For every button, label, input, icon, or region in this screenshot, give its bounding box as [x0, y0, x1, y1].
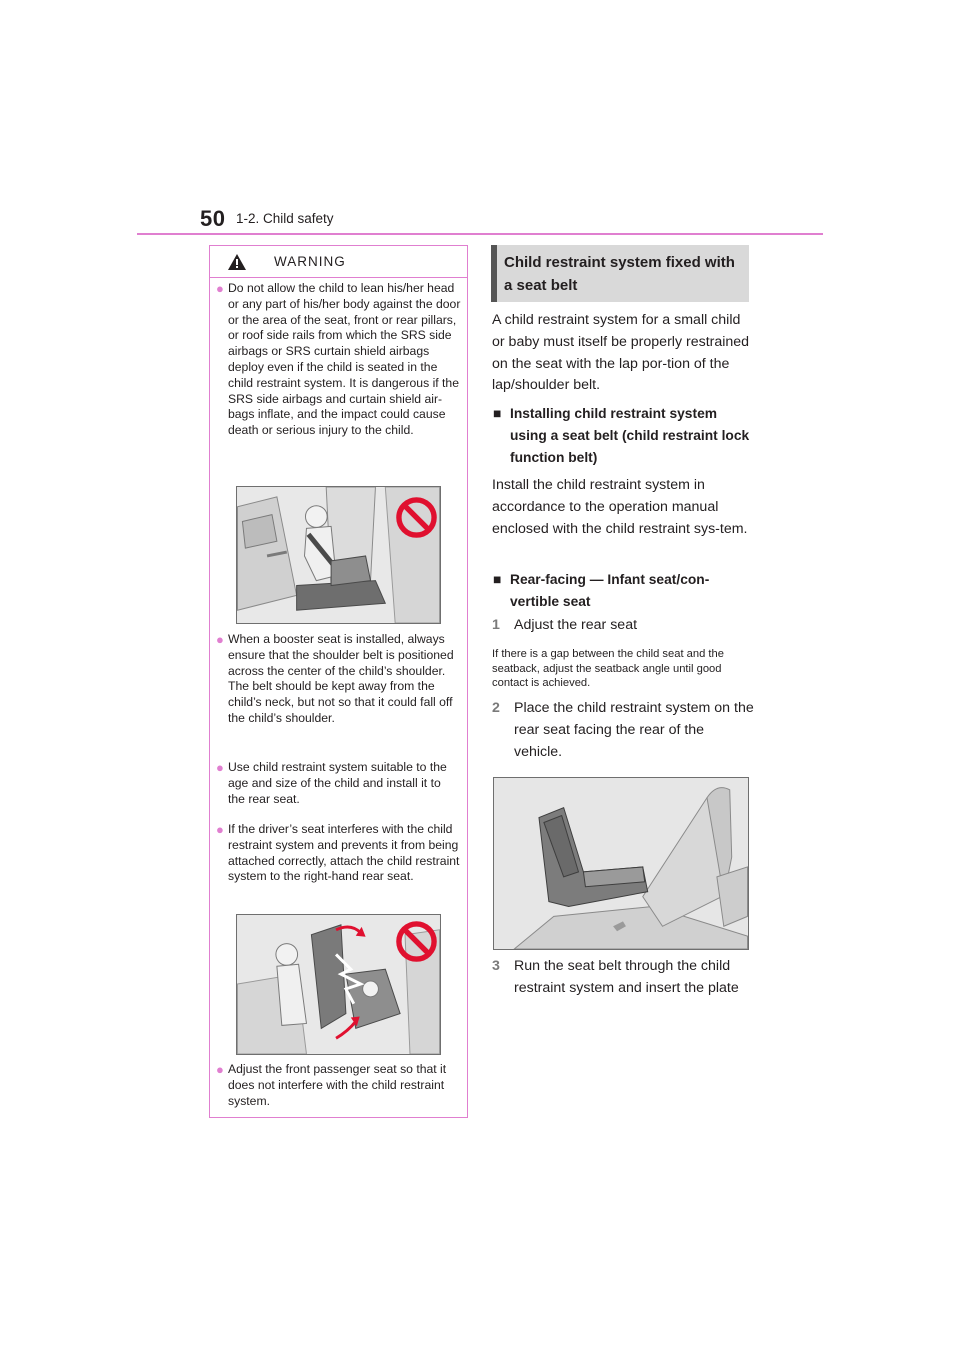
- step-2: 2 Place the child restraint system on th…: [492, 698, 754, 763]
- warning-bullet-text: Adjust the front passenger seat so that …: [228, 1062, 447, 1108]
- intro-paragraph: A child restraint system for a small chi…: [492, 312, 750, 394]
- step-text: Run the seat belt through the child rest…: [514, 958, 739, 996]
- step-3: 3 Run the seat belt through the child re…: [492, 956, 754, 1000]
- warning-bullet-text: When a booster seat is installed, always…: [228, 632, 454, 725]
- step-1-note: If there is a gap between the child seat…: [492, 648, 724, 689]
- warning-bullet-text: Use child restraint system suitable to t…: [228, 760, 447, 806]
- warning-box: WARNING ● Do not allow the child to lean…: [209, 245, 468, 1118]
- bullet-icon: ●: [216, 281, 224, 296]
- warning-bullet-text: Do not allow the child to lean his/her h…: [228, 281, 461, 438]
- square-bullet-icon: ■: [493, 406, 502, 421]
- header-rule: [137, 233, 823, 235]
- warning-bullet: ● When a booster seat is installed, alwa…: [216, 632, 461, 727]
- section-heading-box: Child restraint system fixed with a seat…: [491, 245, 749, 302]
- passenger-seat-interference-illustration: [236, 914, 441, 1055]
- warning-bullet: ● Use child restraint system suitable to…: [216, 760, 461, 807]
- rear-facing-seat-illustration: [493, 777, 749, 950]
- step-1: 1 Adjust the rear seat: [492, 615, 754, 637]
- bullet-icon: ●: [216, 822, 224, 837]
- subheading-text: Rear-facing — Infant seat/con-vertible s…: [510, 572, 710, 609]
- warning-bullet: ● Do not allow the child to lean his/her…: [216, 281, 461, 439]
- install-paragraph: Install the child restraint system in ac…: [492, 477, 748, 537]
- bullet-icon: ●: [216, 760, 224, 775]
- prohibition-icon: [396, 497, 437, 538]
- step-text: Adjust the rear seat: [514, 617, 638, 633]
- warning-header: WARNING: [210, 246, 467, 278]
- subheading-rear-facing: ■ Rear-facing — Infant seat/con-vertible…: [493, 569, 755, 613]
- child-leaning-illustration: [236, 486, 441, 624]
- square-bullet-icon: ■: [493, 572, 502, 587]
- step-text: Place the child restraint system on the …: [514, 700, 754, 760]
- warning-triangle-icon: [228, 254, 246, 270]
- prohibition-icon: [396, 921, 437, 962]
- page-number: 50: [200, 206, 226, 231]
- warning-bullet-text: If the driver’s seat interferes with the…: [228, 822, 460, 884]
- step-number: 2: [492, 700, 500, 716]
- warning-title: WARNING: [274, 254, 346, 269]
- bullet-icon: ●: [216, 1062, 224, 1077]
- subheading-text: Installing child restraint system using …: [510, 406, 750, 465]
- section-heading: Child restraint system fixed with a seat…: [504, 254, 735, 294]
- section-header: 1-2. Child safety: [236, 211, 334, 226]
- subheading-installing: ■ Installing child restraint system usin…: [493, 403, 755, 468]
- step-number: 3: [492, 958, 500, 974]
- warning-bullet: ● If the driver’s seat interferes with t…: [216, 822, 461, 885]
- step-number: 1: [492, 617, 500, 633]
- bullet-icon: ●: [216, 632, 224, 647]
- warning-bullet: ● Adjust the front passenger seat so tha…: [216, 1062, 461, 1109]
